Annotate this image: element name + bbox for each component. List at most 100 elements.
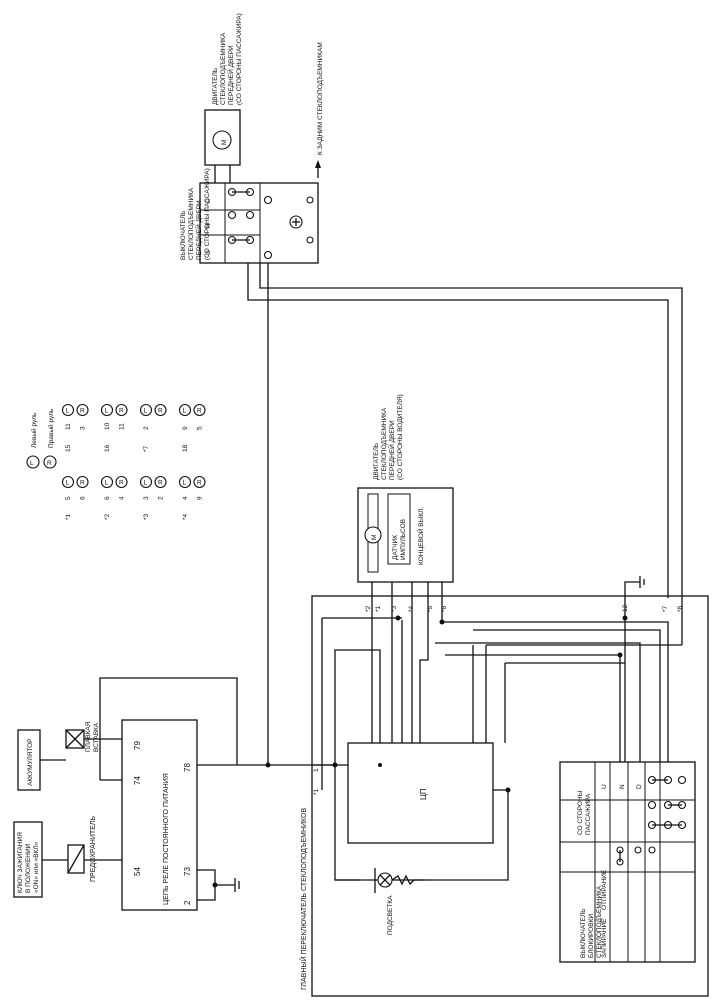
lock-switch-line-3: СТЕКЛОПОДЪЕМНИКА <box>596 885 603 958</box>
pin-table-c-symbol-2-circle <box>100 403 114 417</box>
pin-74: 74 <box>133 776 142 785</box>
pin-table-a-symbol-3-circle <box>115 475 128 489</box>
sw-pin-1: 1 <box>313 768 320 772</box>
ignition-switch-label: КЛЮЧ ЗАЖИГАНИЯ В ПОЛОЖЕНИИ «ON» или «ВКЛ… <box>13 821 43 898</box>
svg-text:ПЕРЕДНЕЙ ДВЕРИ: ПЕРЕДНЕЙ ДВЕРИ <box>226 45 235 105</box>
pin-table-a-symbol-2-circle <box>100 475 114 489</box>
pin-table-a-0: 5 <box>65 496 72 500</box>
pin-table-a-symbol-5: R <box>158 480 163 487</box>
illumination-lamp: ПОДСВЕТКА <box>377 872 425 935</box>
pin-table-a-symbol-0: L <box>66 480 70 487</box>
pin-table-c-symbol-7: R <box>197 408 202 415</box>
pass-col-n: N <box>205 223 212 228</box>
pin-2: 2 <box>183 900 192 905</box>
pin-table-a-symbol-4-circle <box>139 475 153 489</box>
sensor-line-1: ДАТЧИК <box>392 535 399 560</box>
pass-col-d: D <box>205 198 212 203</box>
lock-col-n: N <box>619 784 626 789</box>
lock-state-label: ЗАПИРАНИЕ <box>601 918 608 958</box>
svg-text:(СО СТОРОНЫ ПАССАЖИРА): (СО СТОРОНЫ ПАССАЖИРА) <box>236 13 243 105</box>
pin-table-c-3: 11 <box>119 423 126 430</box>
pin-table-mark-2: *2 <box>104 513 111 520</box>
fusible-link-symbol: ПЛАВКАЯ ВСТАВКА <box>65 721 100 752</box>
sensor-line-2: ИМПУЛЬСОВ <box>400 519 407 560</box>
unlock-state-label: ОТПИРАНИЕ <box>601 869 608 910</box>
svg-text:СТЕКЛОПОДЪЕМНИКА: СТЕКЛОПОДЪЕМНИКА <box>188 187 195 260</box>
main-switch-label: ГЛАВНЫЙ ПЕРЕКЛЮЧАТЕЛЬ СТЕКЛОПОДЪЕМНИКОВ <box>299 808 308 990</box>
pin-table-a-2: 6 <box>104 496 111 500</box>
pin-table-a-3: 4 <box>119 496 126 500</box>
passenger-motor-box: M <box>204 109 241 183</box>
ignition-line-3: «ON» или «ВКЛ» <box>33 841 40 893</box>
pin-table-a-symbol-5-circle <box>154 475 167 489</box>
lock-switch-table: ВЫКЛЮЧАТЕЛЬ БЛОКИРОВКИ СТЕКЛОПОДЪЕМНИКА … <box>559 761 696 963</box>
pin-table-b-2: 16 <box>104 444 111 452</box>
pin-table-c-symbol-0-circle <box>61 403 75 417</box>
sw-pin-x1-bottom: *1 <box>313 788 320 795</box>
pin-table-c-4: 2 <box>143 426 150 430</box>
lock-switch-line-1: ВЫКЛЮЧАТЕЛЬ <box>580 909 587 959</box>
sw-pin-x8: *8 <box>677 605 684 612</box>
pin-54: 54 <box>133 867 142 876</box>
pin-table-a-1: 6 <box>80 496 87 500</box>
passenger-side-line-2: ПАССАЖИРА <box>585 793 592 835</box>
legend: L Левый руль R Правый руль <box>26 408 57 469</box>
cpu-label: ЦП <box>419 788 428 800</box>
lock-col-d: D <box>636 784 643 789</box>
legend-symbol-l: L <box>30 460 34 467</box>
pin-73: 73 <box>183 867 192 876</box>
battery-label-box: АККУМУЛЯТОР <box>17 729 41 791</box>
illumination-label: ПОДСВЕТКА <box>387 895 394 935</box>
svg-text:ВЫКЛЮЧАТЕЛЬ: ВЫКЛЮЧАТЕЛЬ <box>180 211 187 261</box>
pin-table-mark-0: *1 <box>65 513 72 520</box>
passenger-motor-label: ДВИГАТЕЛЬ СТЕКЛОПОДЪЕМНИКА ПЕРЕДНЕЙ ДВЕР… <box>212 13 243 105</box>
pin-table-c-0: 11 <box>65 423 72 430</box>
sw-pin-x6: *6 <box>441 605 448 612</box>
legend-right-text: Правый руль <box>47 408 55 448</box>
limit-switch-label: КОНЦЕВОЙ ВЫКЛ. <box>416 507 425 565</box>
pin-78: 78 <box>183 763 192 772</box>
pin-table-c-symbol-6-circle <box>178 403 192 417</box>
pin-table-a-5: 2 <box>158 496 165 500</box>
sw-pin-x7: *7 <box>662 605 669 612</box>
pin-table-c-6: 9 <box>182 426 189 430</box>
pin-table-c-symbol-4: L <box>144 408 148 415</box>
pin-table-c-symbol-1: R <box>80 408 85 415</box>
pin-table-a-7: 9 <box>197 496 204 500</box>
pin-table-b-6: 18 <box>182 444 189 452</box>
pin-table-a-symbol-1: R <box>80 480 85 487</box>
to-rear-arrow: К ЗАДНИМ СТЕКЛОПОДЪЕМНИКАМ <box>315 42 324 178</box>
passenger-side-line-1: СО СТОРОНЫ <box>577 790 584 835</box>
lock-col-u: U <box>601 784 608 789</box>
pin-table-a-symbol-2: L <box>105 480 109 487</box>
pin-table-c-symbol-3: R <box>119 408 124 415</box>
fusible-line-1: ПЛАВКАЯ <box>85 721 92 752</box>
pin-table: *15L1511L6R3R*26L1610L4R11R*33L*72L2RR*4… <box>61 403 206 520</box>
pin-table-c-symbol-5: R <box>158 408 163 415</box>
sw-pin-x2: *2 <box>365 605 372 612</box>
pin-table-b-4: *7 <box>143 445 150 452</box>
sw-pin-x1: *1 <box>375 605 382 612</box>
pin-table-c-symbol-1-circle <box>76 403 89 417</box>
pin-table-c-symbol-7-circle <box>193 403 206 417</box>
svg-text:СТЕКЛОПОДЪЕМНИКА: СТЕКЛОПОДЪЕМНИКА <box>220 32 227 105</box>
pin-table-c-7: 5 <box>197 426 204 430</box>
svg-text:(СО СТОРОНЫ ВОДИТЕЛЯ): (СО СТОРОНЫ ВОДИТЕЛЯ) <box>397 394 404 480</box>
pin-table-a-symbol-6-circle <box>178 475 192 489</box>
battery-label: АККУМУЛЯТОР <box>27 739 34 786</box>
ignition-line-1: КЛЮЧ ЗАЖИГАНИЯ <box>17 832 24 893</box>
svg-text:(СО СТОРОНЫ ПАССАЖИРА): (СО СТОРОНЫ ПАССАЖИРА) <box>204 168 211 260</box>
fusible-line-2: ВСТАВКА <box>93 722 100 752</box>
pin-table-a-6: 4 <box>182 496 189 500</box>
svg-text:ПЕРЕДНЕЙ ДВЕРИ: ПЕРЕДНЕЙ ДВЕРИ <box>194 200 203 260</box>
fuse-label: ПРЕДОХРАНИТЕЛЬ <box>90 816 97 882</box>
pin-table-a-symbol-4: L <box>144 480 148 487</box>
legend-symbol-r: R <box>47 460 52 467</box>
relay-label: ЦЕПЬ РЕЛЕ ПОСТОЯННОГО ПИТАНИЯ <box>163 773 170 905</box>
ignition-line-2: В ПОЛОЖЕНИИ <box>25 843 32 893</box>
main-switch-wires <box>312 576 682 893</box>
svg-text:ДВИГАТЕЛЬ: ДВИГАТЕЛЬ <box>373 443 380 480</box>
main-switch-frame: ГЛАВНЫЙ ПЕРЕКЛЮЧАТЕЛЬ СТЕКЛОПОДЪЕМНИКОВ <box>299 595 709 997</box>
pin-table-a-symbol-7-circle <box>193 475 206 489</box>
